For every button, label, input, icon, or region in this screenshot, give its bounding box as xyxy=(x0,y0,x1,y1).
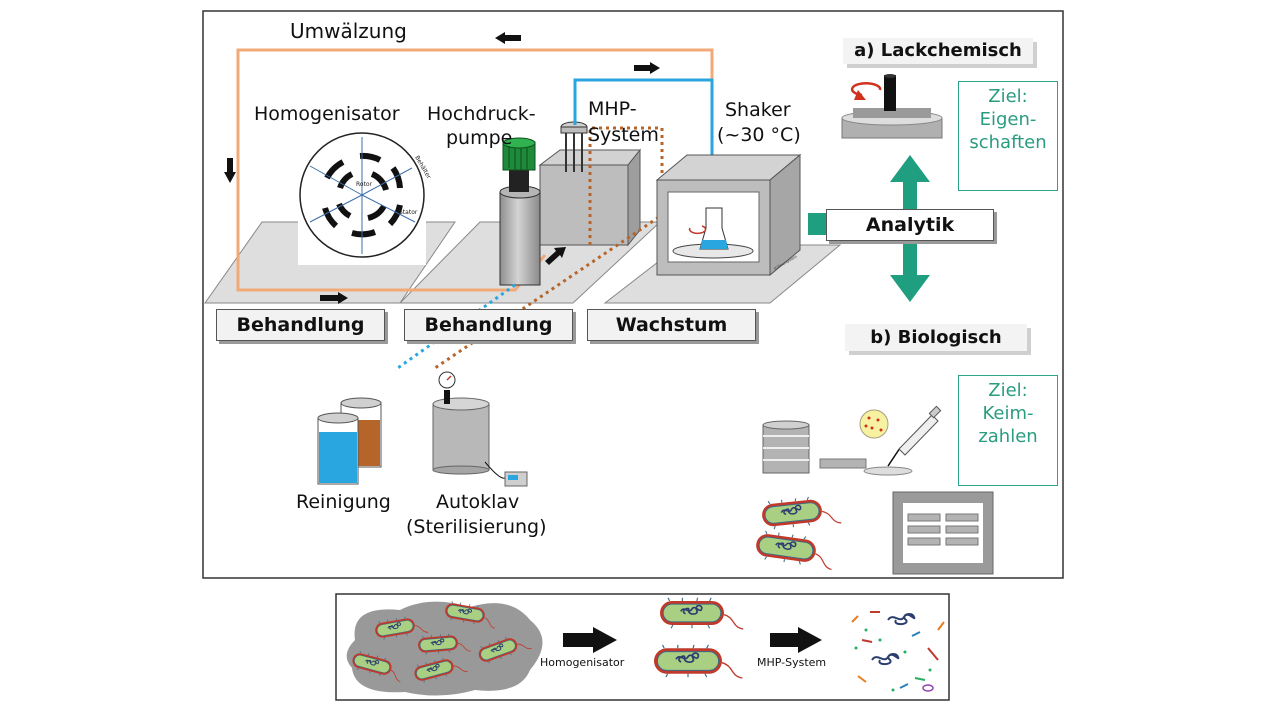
autoklav-label-1: Autoklav xyxy=(436,491,520,513)
ziel-a-line-2: Eigen- xyxy=(979,109,1037,130)
homogenisator-unit xyxy=(298,132,426,265)
umwaelzung-label: Umwälzung xyxy=(290,19,407,43)
rotor-label: Rotor xyxy=(356,181,373,188)
plate-stack xyxy=(762,420,810,474)
ziel-b-line-3: zahlen xyxy=(978,426,1038,447)
arrow-into-pump xyxy=(545,247,566,265)
stator-label: Stator xyxy=(399,209,418,216)
ziel-a-line-1: Ziel: xyxy=(988,86,1028,107)
flow-arrows xyxy=(224,32,660,304)
mhp-device xyxy=(560,121,588,172)
biologisch-analysis xyxy=(762,405,994,575)
hochdruckpumpe-label-2: pumpe xyxy=(446,127,513,149)
petri-dish xyxy=(859,409,889,439)
mhp-label-2: System xyxy=(588,124,659,146)
incubator xyxy=(892,491,994,575)
lackchemisch-sample xyxy=(841,74,943,139)
ziel-eigenschaften-box: Ziel: Eigen- schaften xyxy=(958,81,1058,191)
lackchemisch-heading: a) Lackchemisch xyxy=(843,38,1033,64)
steam-line xyxy=(434,126,664,370)
stage-wachstum: Wachstum xyxy=(587,309,756,341)
ziel-a-line-3: schaften xyxy=(969,132,1047,153)
arrow-left-top xyxy=(495,32,521,44)
stage-behandlung-2: Behandlung xyxy=(404,309,573,341)
hochdruckpumpe-unit xyxy=(499,137,642,286)
shaker-unit: Kühnersystem xyxy=(655,153,802,277)
shaker-label-2: (~30 °C) xyxy=(717,124,801,146)
reinigung-beakers xyxy=(317,397,382,485)
arrow-down-left xyxy=(224,158,236,183)
ziel-b-line-2: Keim- xyxy=(982,403,1034,424)
bottom-mhp-label: MHP-System xyxy=(757,656,827,669)
stage-behandlung-1: Behandlung xyxy=(216,309,385,341)
bacteria-cluster xyxy=(346,599,543,696)
bottom-arrow-2 xyxy=(770,627,822,653)
bottom-arrow-1 xyxy=(563,627,617,653)
mhp-label-1: MHP- xyxy=(588,98,637,120)
biologisch-heading: b) Biologisch xyxy=(845,324,1027,351)
reinigung-label: Reinigung xyxy=(296,491,391,513)
stage-analytik: Analytik xyxy=(826,209,994,241)
ziel-b-line-1: Ziel: xyxy=(988,380,1028,401)
pipette xyxy=(887,405,942,467)
shaker-label-1: Shaker xyxy=(725,99,791,121)
autoklav-label-2: (Sterilisierung) xyxy=(406,516,547,538)
lysed-fragments xyxy=(851,611,945,692)
autoklav-device xyxy=(432,371,528,487)
ziel-keimzahlen-box: Ziel: Keim- zahlen xyxy=(958,375,1058,486)
hochdruckpumpe-label-1: Hochdruck- xyxy=(427,103,536,125)
analytik-connector xyxy=(808,213,826,235)
arrow-right-bottom xyxy=(320,292,348,304)
single-plates xyxy=(819,458,913,476)
teal-double-arrow xyxy=(890,155,930,302)
bottom-homogenisator-label: Homogenisator xyxy=(540,656,625,669)
homogenisator-label: Homogenisator xyxy=(254,103,400,125)
arrow-right-blue xyxy=(634,62,660,74)
